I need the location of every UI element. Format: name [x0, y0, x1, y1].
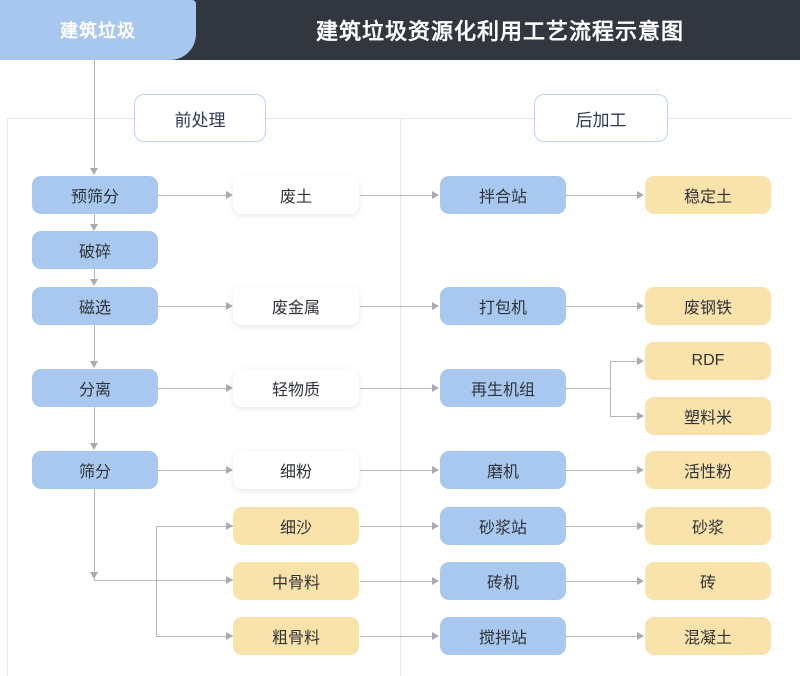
connector-coarseagg-batchplant: [360, 636, 433, 637]
connector-separate-sieve-line: [94, 407, 95, 445]
stage-divider: [400, 118, 401, 676]
node-separate[interactable]: 分离: [32, 369, 158, 407]
node-scrapsteel[interactable]: 废钢铁: [645, 287, 771, 325]
connector-feed-line: [94, 60, 95, 170]
node-presieve[interactable]: 预筛分: [32, 176, 158, 214]
node-sieve[interactable]: 筛分: [32, 451, 158, 489]
connector-batchplant-arrowhead: [432, 632, 439, 640]
connector-lightmat-arrowhead: [226, 384, 233, 392]
connector-brickmach-arrowhead: [432, 577, 439, 585]
connector-trunk-to-coarseagg: [156, 636, 233, 637]
connector-mill-arrowhead: [432, 466, 439, 474]
connector-separate-sieve-arrow: [90, 443, 98, 450]
node-batchplant[interactable]: 搅拌站: [440, 617, 566, 655]
connector-magnetic-separate-arrow: [90, 361, 98, 368]
connector-crush-magnetic-arrow: [90, 279, 98, 286]
node-plasticpel[interactable]: 塑料米: [645, 397, 771, 435]
connector-concrete-arrowhead: [637, 632, 644, 640]
connector-regenunit-split-stem: [566, 388, 610, 389]
node-brickmach[interactable]: 砖机: [440, 562, 566, 600]
connector-split-to-rdf: [610, 361, 638, 362]
connector-presieve-crush-line: [94, 214, 95, 226]
node-midagg[interactable]: 中骨料: [233, 562, 359, 600]
connector-baler-arrowhead: [432, 302, 439, 310]
connector-batchplant-concrete: [566, 636, 638, 637]
connector-aggregate-trunk: [156, 526, 157, 636]
node-wastesoil[interactable]: 废土: [233, 176, 359, 214]
node-mortar[interactable]: 砂浆: [645, 507, 771, 545]
page-title: 建筑垃圾资源化利用工艺流程示意图: [315, 19, 684, 44]
connector-finesand-arrowhead: [226, 522, 233, 530]
connector-sieve-finepowder: [158, 470, 226, 471]
node-mortarplant[interactable]: 砂浆站: [440, 507, 566, 545]
node-activepow[interactable]: 活性粉: [645, 451, 771, 489]
node-brick[interactable]: 砖: [645, 562, 771, 600]
node-finesand[interactable]: 细沙: [233, 507, 359, 545]
node-wastemetal[interactable]: 废金属: [233, 287, 359, 325]
connector-magnetic-wastemetal: [158, 306, 226, 307]
connector-mixstation-arrowhead: [432, 191, 439, 199]
connector-regenunit-arrowhead: [432, 384, 439, 392]
connector-stablesoil-arrowhead: [637, 191, 644, 199]
connector-separate-lightmat: [158, 388, 226, 389]
connector-coarseagg-arrowhead: [226, 632, 233, 640]
connector-regenunit-split-trunk: [610, 361, 611, 416]
connector-presieve-wastesoil: [158, 195, 226, 196]
connector-brick-arrowhead: [637, 577, 644, 585]
connector-mortarplant-mortar: [566, 526, 638, 527]
connector-mill-activepow: [566, 470, 638, 471]
node-crush[interactable]: 破碎: [32, 231, 158, 269]
node-mixstation[interactable]: 拌合站: [440, 176, 566, 214]
connector-trunk-to-finesand: [156, 526, 233, 527]
node-mill[interactable]: 磨机: [440, 451, 566, 489]
connector-presieve-crush-arrow: [90, 224, 98, 231]
node-regenunit[interactable]: 再生机组: [440, 369, 566, 407]
connector-split-to-plasticpel: [610, 416, 638, 417]
connector-mortarplant-arrowhead: [432, 522, 439, 530]
node-rdf[interactable]: RDF: [645, 342, 771, 380]
connector-midagg-arrowhead: [226, 576, 233, 584]
connector-sieve-trunk-arrow: [90, 572, 98, 579]
node-concrete[interactable]: 混凝土: [645, 617, 771, 655]
connector-baler-scrapsteel: [566, 306, 638, 307]
connector-finepowder-arrowhead: [226, 466, 233, 474]
connector-mortar-arrowhead: [637, 522, 644, 530]
connector-activepow-arrowhead: [637, 466, 644, 474]
connector-lightmat-regenunit: [360, 388, 433, 389]
connector-feed-arrow: [90, 168, 98, 175]
connector-midagg-brickmach: [360, 581, 433, 582]
connector-finesand-mortarplant: [360, 526, 433, 527]
connector-finepowder-mill: [360, 470, 433, 471]
node-finepowder[interactable]: 细粉: [233, 451, 359, 489]
connector-wastemetal-arrowhead: [226, 302, 233, 310]
connector-rdf-arrowhead: [637, 357, 644, 365]
connector-wastesoil-arrowhead: [226, 191, 233, 199]
node-baler[interactable]: 打包机: [440, 287, 566, 325]
flowchart-canvas: 前处理 后加工 预筛分 破碎 磁选 分离 筛分 废土 废金属 轻物质 细粉 细沙…: [0, 60, 800, 676]
connector-magnetic-separate-line: [94, 325, 95, 363]
connector-crush-magnetic-line: [94, 269, 95, 281]
connector-plasticpel-arrowhead: [637, 412, 644, 420]
connector-wastesoil-mixstation: [360, 195, 433, 196]
connector-wastemetal-baler: [360, 306, 433, 307]
connector-sieve-trunk-down: [94, 489, 95, 580]
connector-mixstation-stablesoil: [566, 195, 638, 196]
node-coarseagg[interactable]: 粗骨料: [233, 617, 359, 655]
node-stablesoil[interactable]: 稳定土: [645, 176, 771, 214]
connector-sieve-to-midagg: [94, 580, 233, 581]
node-magnetic[interactable]: 磁选: [32, 287, 158, 325]
source-tab[interactable]: 建筑垃圾: [0, 0, 196, 60]
node-lightmat[interactable]: 轻物质: [233, 369, 359, 407]
header-bar: 建筑垃圾资源化利用工艺流程示意图 建筑垃圾: [0, 0, 800, 60]
stage-label-postprocessing: 后加工: [534, 94, 668, 142]
connector-scrapsteel-arrowhead: [637, 302, 644, 310]
connector-brickmach-brick: [566, 581, 638, 582]
stage-label-pretreatment: 前处理: [134, 94, 266, 142]
